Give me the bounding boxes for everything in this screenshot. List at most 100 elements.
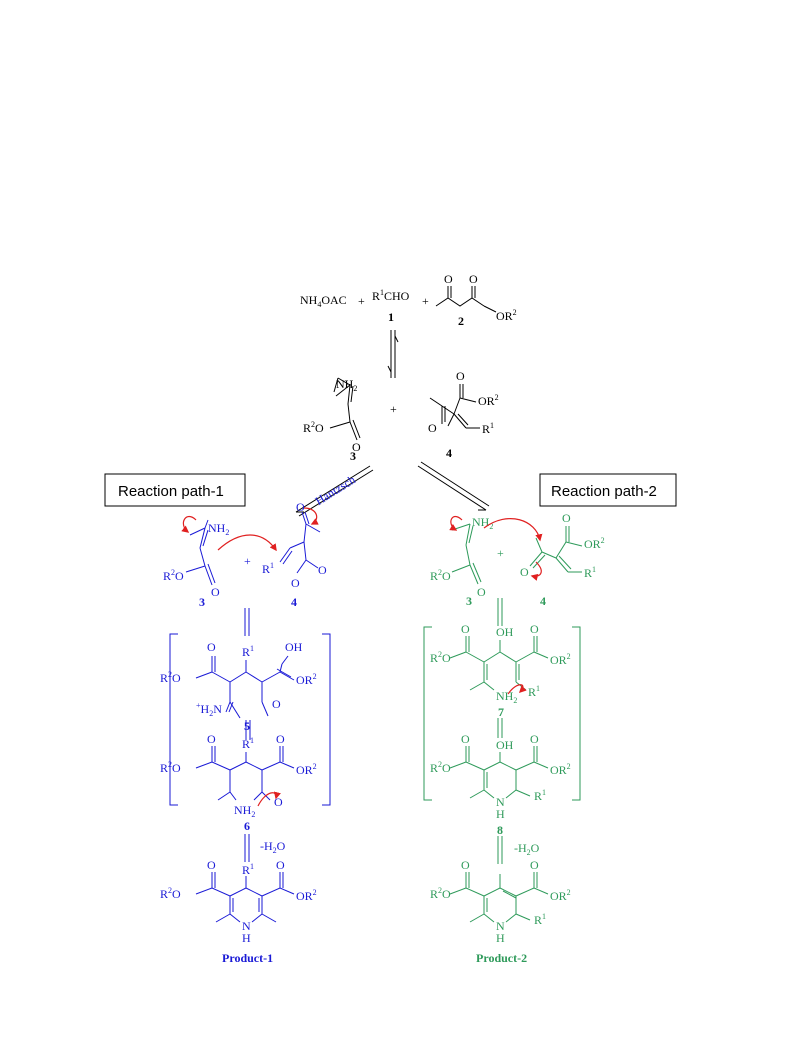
ammonium-acetate: NH4OAC xyxy=(300,293,347,309)
oxygen-label: O xyxy=(352,440,361,454)
oxygen-label: O xyxy=(530,622,539,636)
oxygen-label: O xyxy=(469,272,478,286)
oxygen-label: O xyxy=(562,511,571,525)
ester-group: OR2 xyxy=(496,308,517,323)
compound-5-structure xyxy=(195,655,295,719)
path-1: NH2 R2O O 3 + O R1 O O 4 xyxy=(160,500,331,965)
ester-group: R2O xyxy=(160,760,181,775)
amine-group: NH2 xyxy=(234,803,255,819)
ester-group: OR2 xyxy=(550,888,571,903)
product-1-structure xyxy=(195,872,295,923)
hydroxyl-label: OH xyxy=(285,640,303,654)
path1-enamine-3 xyxy=(185,519,216,586)
plus-sign: + xyxy=(422,294,429,308)
oxygen-label: O xyxy=(291,576,300,590)
plus-sign: + xyxy=(244,554,251,568)
equilibrium-arrow xyxy=(387,330,399,378)
ester-group: R2O xyxy=(430,760,451,775)
ester-group: R2O xyxy=(160,886,181,901)
r1-group: R1 xyxy=(534,912,546,927)
oxygen-label: O xyxy=(276,732,285,746)
ring-hydrogen: H xyxy=(242,931,251,945)
compound-label-4: 4 xyxy=(540,594,546,608)
electron-arrow xyxy=(507,684,527,695)
ester-group: R2O xyxy=(430,650,451,665)
ester-group: OR2 xyxy=(584,536,605,551)
r1-group: R1 xyxy=(528,684,540,699)
compound-label-3: 3 xyxy=(199,595,205,609)
oxygen-label: O xyxy=(530,858,539,872)
oxygen-label: O xyxy=(444,272,453,286)
path2-enone-4 xyxy=(529,526,583,573)
compound-7-structure xyxy=(449,636,549,691)
ester-group: R2O xyxy=(160,670,181,685)
amine-group: NH2 xyxy=(208,521,229,537)
enamine-3-structure xyxy=(329,377,361,441)
compound-label-1: 1 xyxy=(388,310,394,324)
oxygen-label: O xyxy=(276,858,285,872)
amine-group: NH2 xyxy=(496,689,517,705)
ester-group: OR2 xyxy=(296,672,317,687)
compound-label-4: 4 xyxy=(291,595,297,609)
compound-label-5: 5 xyxy=(244,719,250,733)
ester-group: R2O xyxy=(430,568,451,583)
product-2-label: Product-2 xyxy=(476,951,527,965)
oxygen-label: O xyxy=(456,369,465,383)
path-1-label: Reaction path-1 xyxy=(118,483,224,500)
compound-label-3: 3 xyxy=(350,449,356,463)
equilibrium-arrow xyxy=(497,598,503,626)
oxygen-label: O xyxy=(274,795,283,809)
compound-label-2: 2 xyxy=(458,314,464,328)
intermediate-bracket xyxy=(169,633,331,806)
r1-group: R1 xyxy=(482,421,494,436)
compound-label-6: 6 xyxy=(244,819,250,833)
amine-group: NH2 xyxy=(336,377,357,393)
compound-label-7: 7 xyxy=(498,705,504,719)
intermediate-bracket xyxy=(423,626,581,801)
ring-nitrogen: N xyxy=(242,919,251,933)
r1-group: R1 xyxy=(534,788,546,803)
ring-nitrogen: N xyxy=(496,795,505,809)
water-loss-label: -H2O xyxy=(260,839,286,855)
electron-arrow xyxy=(449,515,463,531)
ester-group: R2O xyxy=(430,886,451,901)
reagents-row: NH4OAC + R1CHO 1 + O O OR2 2 xyxy=(300,272,517,328)
product-2-structure xyxy=(449,872,549,923)
equilibrium-arrow xyxy=(244,608,250,636)
ring-hydrogen: H xyxy=(496,807,505,821)
ester-group: OR2 xyxy=(478,393,499,408)
electron-arrow xyxy=(217,534,277,552)
r1-group: R1 xyxy=(242,736,254,751)
electron-arrow xyxy=(303,507,319,525)
product-1-label: Product-1 xyxy=(222,951,273,965)
r1-group: R1 xyxy=(242,644,254,659)
equilibrium-arrow xyxy=(245,720,251,740)
oxygen-label: O xyxy=(477,585,486,599)
iminium-group: +H2N xyxy=(196,701,222,718)
ester-group: OR2 xyxy=(296,888,317,903)
path2-enamine-3 xyxy=(451,523,482,585)
hantzsch-label: Hantzsch xyxy=(313,472,358,508)
aldehyde: R1CHO xyxy=(372,288,410,303)
electron-arrow xyxy=(483,518,543,542)
ester-group: OR2 xyxy=(550,762,571,777)
ester-group: OR2 xyxy=(550,652,571,667)
r1-group: R1 xyxy=(242,862,254,877)
path1-enone-4 xyxy=(279,511,321,574)
compound-6-structure xyxy=(195,746,295,801)
equilibrium-arrow xyxy=(497,836,503,864)
ring-nitrogen: N xyxy=(496,919,505,933)
water-loss-label: -H2O xyxy=(514,841,540,857)
oxygen-label: O xyxy=(296,500,305,514)
ester-group: R2O xyxy=(303,420,324,435)
oxygen-label: O xyxy=(207,732,216,746)
electron-arrow xyxy=(257,791,281,807)
plus-sign: + xyxy=(358,294,365,308)
electron-arrow xyxy=(181,515,197,533)
path-2: NH2 R2O O 3 + O OR2 O R1 4 xyxy=(423,511,605,965)
ester-group: OR2 xyxy=(296,762,317,777)
oxygen-label: O xyxy=(461,858,470,872)
path-2-box: Reaction path-2 xyxy=(539,473,677,507)
oxygen-label: O xyxy=(207,640,216,654)
compound-label-4: 4 xyxy=(446,446,452,460)
